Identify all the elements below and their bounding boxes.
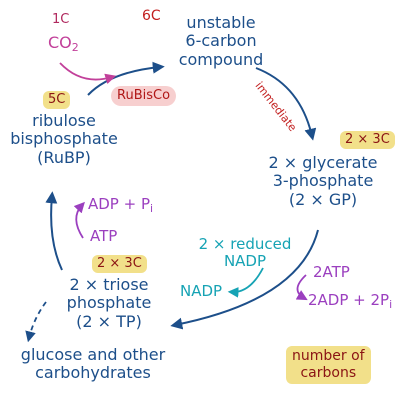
gp-carbon-count: 2 × 3C <box>340 131 395 149</box>
co2-label-sub: 2 <box>71 41 79 54</box>
six-carbon-compound: unstable 6-carbon compound <box>166 13 276 69</box>
two-adp-pi: 2ADP + 2Pi <box>308 291 393 312</box>
reduced-nadp-line1: 2 × reduced <box>198 235 292 253</box>
reduced-nadp: 2 × reduced NADP <box>190 235 300 271</box>
adp-pi-left: ADP + Pi <box>88 195 154 216</box>
co2-label: CO2 <box>48 33 79 55</box>
tp-line1: 2 × triose <box>69 275 149 294</box>
arrow-rubp-to-six-carbon <box>87 61 165 96</box>
gp-line1: 2 × glycerate <box>268 153 378 172</box>
adp-pi-left-sub: i <box>150 202 154 215</box>
co2-label-main: CO <box>48 33 72 52</box>
arrow-co2-join <box>59 62 117 85</box>
rubisco-enzyme: RuBisCo <box>111 86 177 106</box>
arrow-tp-to-rubp <box>45 191 63 271</box>
six-carbon-line3: compound <box>178 49 264 69</box>
arrow-atp-to-adp <box>295 274 308 301</box>
two-atp: 2ATP <box>313 263 350 281</box>
adp-pi-left-main: ADP + P <box>88 195 151 213</box>
rubp-label: ribulose bisphosphate (RuBP) <box>4 111 124 167</box>
key-number-of-carbons: number of carbons <box>286 346 371 384</box>
glucose-label: glucose and other carbohydrates <box>4 345 182 383</box>
gp-line3: (2 × GP) <box>288 189 358 209</box>
arrow-nadp <box>227 267 264 298</box>
six-carbon-line2: 6-carbon <box>185 31 257 51</box>
tp-label: 2 × triose phosphate (2 × TP) <box>54 275 164 331</box>
six-carbon-count: 6C <box>142 8 161 24</box>
arrow-six-carbon-to-gp <box>255 67 317 141</box>
rubp-carbon-count: 5C <box>43 91 71 109</box>
nadp-out: NADP <box>180 282 223 300</box>
key-line1: number of <box>292 348 365 364</box>
rubp-line1: ribulose <box>32 111 96 130</box>
rubp-line2: bisphosphate <box>10 129 118 149</box>
tp-line2: phosphate <box>66 293 152 313</box>
arrow-atp-to-adp-left <box>73 201 85 239</box>
glucose-line2: carbohydrates <box>35 363 151 383</box>
rubp-line3: (RuBP) <box>37 147 91 167</box>
reduced-nadp-line2: NADP <box>223 252 267 271</box>
two-adp-pi-main: 2ADP + 2P <box>308 291 390 309</box>
arrow-tp-to-glucose <box>25 301 47 343</box>
glucose-line1: glucose and other <box>20 345 166 364</box>
tp-carbon-count: 2 × 3C <box>92 255 147 273</box>
arrow-gp-to-tp <box>170 229 319 330</box>
gp-label: 2 × glycerate 3-phosphate (2 × GP) <box>258 153 388 209</box>
co2-carbon-count: 1C <box>52 12 70 27</box>
two-adp-pi-sub: i <box>389 298 393 311</box>
gp-line2: 3-phosphate <box>272 171 374 191</box>
atp-left: ATP <box>90 227 118 245</box>
tp-line3: (2 × TP) <box>76 311 142 331</box>
key-line2: carbons <box>300 364 357 381</box>
six-carbon-line1: unstable <box>186 13 256 32</box>
